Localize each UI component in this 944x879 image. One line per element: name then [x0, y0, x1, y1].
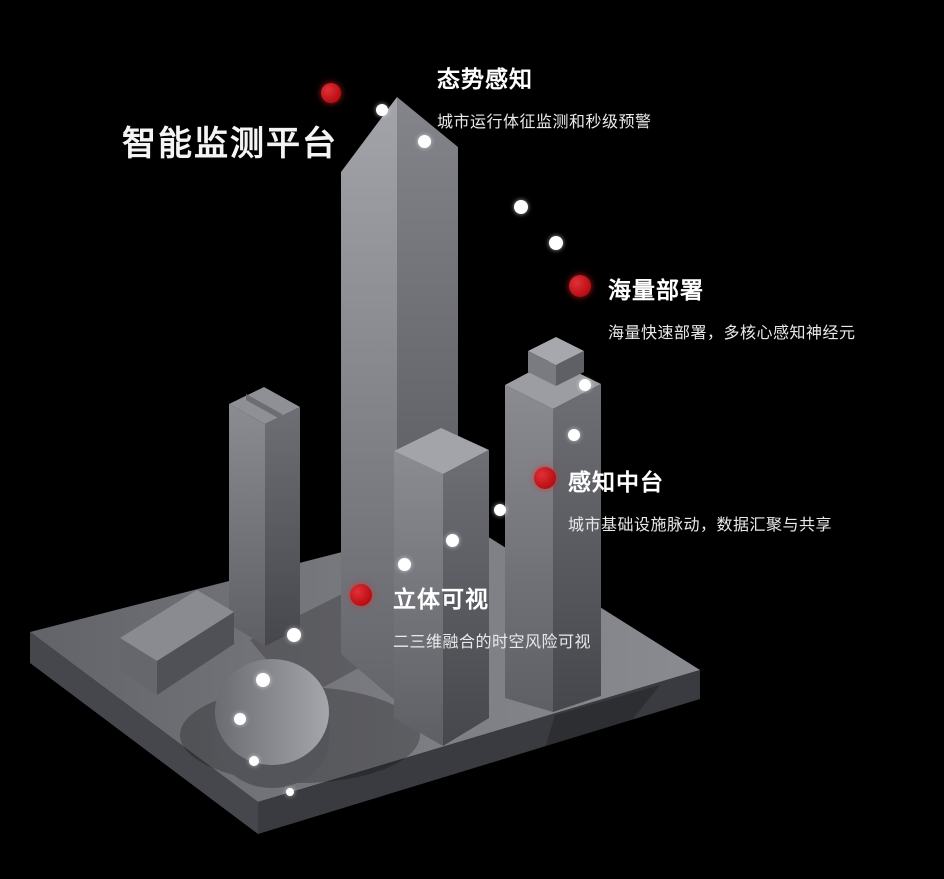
feature-stereo-visualization: 立体可视 二三维融合的时空风险可视	[393, 580, 591, 652]
feature-desc: 城市基础设施脉动，数据汇聚与共享	[568, 517, 833, 534]
feature-marker-dot	[569, 275, 591, 297]
feature-mass-deployment: 海量部署 海量快速部署，多核心感知神经元	[608, 271, 856, 343]
feature-marker-dot	[534, 467, 556, 489]
trail-dot	[287, 628, 301, 642]
feature-label: 态势感知	[437, 66, 533, 92]
feature-marker-dot	[321, 83, 341, 103]
trail-dot	[249, 756, 259, 766]
right-tower	[505, 337, 601, 712]
page-title: 智能监测平台	[122, 125, 338, 163]
trail-dot	[446, 534, 459, 547]
feature-desc: 海量快速部署，多核心感知神经元	[608, 325, 856, 342]
slim-building	[229, 387, 300, 646]
feature-label: 立体可视	[393, 586, 489, 612]
low-box-building	[120, 590, 234, 695]
feature-situational-awareness: 态势感知 城市运行体征监测和秒级预警	[437, 60, 652, 132]
trail-dot	[494, 504, 506, 516]
round-plaza	[215, 659, 329, 788]
trail-dot	[568, 429, 580, 441]
center-building	[394, 428, 489, 746]
trail-dot	[376, 104, 388, 116]
feature-desc: 城市运行体征监测和秒级预警	[437, 114, 652, 131]
feature-marker-dot	[350, 584, 372, 606]
trail-dot	[234, 713, 246, 725]
trail-dot	[514, 200, 528, 214]
trail-dot	[398, 558, 411, 571]
trail-dot	[286, 788, 294, 796]
feature-desc: 二三维融合的时空风险可视	[393, 634, 592, 651]
trail-dot	[256, 673, 270, 687]
feature-label: 感知中台	[568, 469, 664, 495]
feature-label: 海量部署	[608, 277, 704, 303]
feature-perception-middle-platform: 感知中台 城市基础设施脉动，数据汇聚与共享	[568, 463, 832, 535]
trail-dot	[579, 379, 591, 391]
trail-dot	[549, 236, 563, 250]
trail-dot	[418, 135, 431, 148]
